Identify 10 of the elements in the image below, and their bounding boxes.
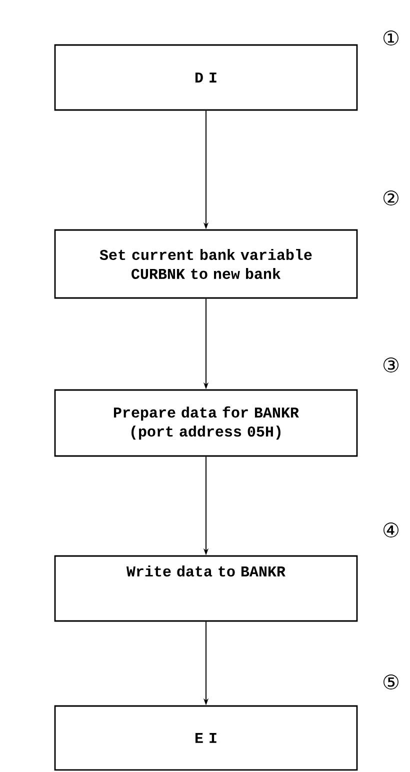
process-box: Set current bank variable CURBNK to new bank <box>54 229 358 299</box>
callout-number: ① <box>384 30 398 46</box>
process-box: D I <box>54 44 358 111</box>
process-box: Write data to BANKR <box>54 555 358 622</box>
callout-number: ④ <box>384 522 398 538</box>
process-box: Prepare data for BANKR (port address 05H) <box>54 389 358 457</box>
callout-number: ② <box>384 190 398 206</box>
callout-number: ③ <box>384 358 398 372</box>
callout-number: ⑤ <box>384 674 398 690</box>
process-box: E I <box>54 705 358 771</box>
